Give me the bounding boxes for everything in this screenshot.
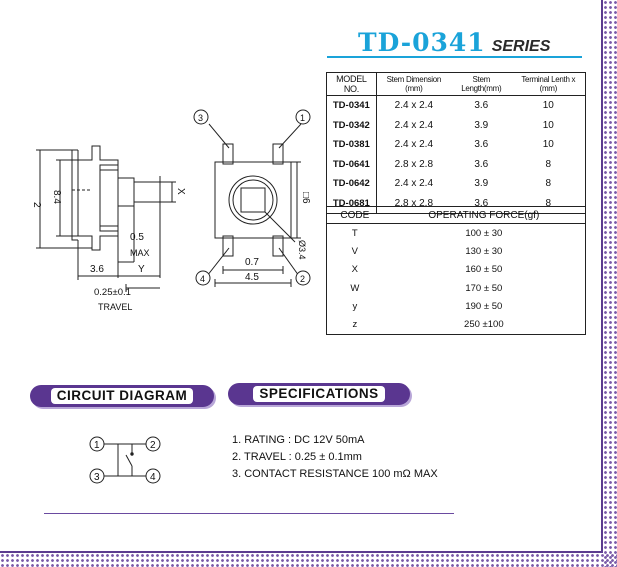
spec-travel: 2. TRAVEL : 0.25 ± 0.1mm xyxy=(232,451,362,463)
spec-rating: 1. RATING : DC 12V 50mA xyxy=(232,434,365,446)
force-cell: 170 ± 50 xyxy=(465,282,503,294)
table-row: T 100 ± 30 xyxy=(327,224,586,243)
series-label: SERIES xyxy=(491,38,551,55)
model-cell: TD-0341 xyxy=(326,95,377,116)
frame-dots-bottom xyxy=(0,553,617,567)
stem-dim-cell: 2.4 x 2.4 xyxy=(394,100,434,112)
side-dim-stroke-note: MAX xyxy=(130,248,150,258)
table-row: X 160 ± 50 xyxy=(327,261,586,279)
top-pin-3: 3 xyxy=(198,113,203,123)
terminal-col-header: Terminal Lenth x (mm) xyxy=(511,72,586,96)
force-cell: 250 ±100 xyxy=(464,319,504,331)
table-row: TD-0381 2.4 x 2.4 3.6 10 xyxy=(326,135,586,155)
table-row: V 130 ± 30 xyxy=(327,242,586,260)
table-row: TD-0642 2.4 x 2.4 3.9 8 xyxy=(326,174,586,194)
circuit-pin-4: 4 xyxy=(150,472,156,483)
table-row: W 170 ± 50 xyxy=(327,279,586,297)
top-pin-1: 1 xyxy=(300,113,305,123)
side-dim-body: 8.4 xyxy=(51,190,62,204)
travel-label: TRAVEL xyxy=(98,302,132,312)
terminal-cell: 8 xyxy=(545,197,552,209)
stem-dim-cell: 2.4 x 2.4 xyxy=(394,139,434,151)
code-cell: W xyxy=(350,282,360,294)
code-cell: y xyxy=(352,300,358,312)
side-dim-height: 2 xyxy=(31,202,42,208)
top-dim-width: 4.5 xyxy=(245,272,259,283)
series-title: TD-0341 SERIES xyxy=(358,28,550,57)
side-dim-x: X xyxy=(175,188,186,195)
model-number: TD-0341 xyxy=(358,28,486,57)
top-pin-4: 4 xyxy=(200,274,205,284)
circuit-pin-2: 2 xyxy=(150,440,156,451)
table-row: z 250 ±100 xyxy=(327,315,586,334)
model-cell: TD-0381 xyxy=(326,135,377,155)
specifications-list: 1. RATING : DC 12V 50mA 2. TRAVEL : 0.25… xyxy=(232,432,438,483)
force-cell: 100 ± 30 xyxy=(465,227,503,239)
code-cell: X xyxy=(351,264,358,276)
side-dim-y: Y xyxy=(138,264,145,275)
force-col-header: OPERATING FORCE(gf) xyxy=(382,206,586,224)
top-view-drawing: 3 1 4 2 □6 Ø3.4 0.7 4.5 xyxy=(193,109,311,287)
terminal-cell: 10 xyxy=(542,100,554,112)
top-pin-2: 2 xyxy=(300,274,305,284)
stem-dim-cell: 2.4 x 2.4 xyxy=(394,119,434,131)
force-table-header: CODE OPERATING FORCE(gf) xyxy=(326,206,586,224)
model-cell: TD-0641 xyxy=(326,154,377,174)
stem-length-cell: 3.6 xyxy=(474,100,489,112)
stem-dim-cell: 2.8 x 2.8 xyxy=(394,197,434,209)
circuit-pin-3: 3 xyxy=(94,472,100,483)
stem-length-cell: 3.6 xyxy=(474,139,489,151)
side-dim-left: 3.6 xyxy=(90,264,104,275)
code-cell: z xyxy=(352,319,358,331)
code-cell: T xyxy=(351,227,358,239)
stem-length-cell: 3.9 xyxy=(474,119,489,131)
stem-length-col-header: Stem Length(mm) xyxy=(450,72,512,96)
table-row: TD-0342 2.4 x 2.4 3.9 10 xyxy=(326,115,586,135)
model-cell: TD-0342 xyxy=(326,115,377,135)
top-dim-square: □6 xyxy=(300,192,311,204)
terminal-cell: 8 xyxy=(545,178,552,190)
stem-dim-col-header: Stem Dimension (mm) xyxy=(376,72,451,96)
circuit-pin-1: 1 xyxy=(94,440,100,451)
frame-border-bottom xyxy=(0,551,603,553)
code-cell: V xyxy=(351,245,358,257)
model-table: MODEL NO. Stem Dimension (mm) Stem Lengt… xyxy=(326,72,586,214)
table-row: TD-0341 2.4 x 2.4 3.6 10 xyxy=(326,95,586,116)
model-cell: TD-0642 xyxy=(326,174,377,194)
model-col-header: MODEL NO. xyxy=(326,72,377,96)
frame-dots-right xyxy=(603,0,617,567)
circuit-diagram: 1 2 3 4 xyxy=(89,436,161,484)
specifications-heading: SPECIFICATIONS xyxy=(228,383,410,405)
force-table: CODE OPERATING FORCE(gf) T 100 ± 30 V 130 … xyxy=(326,206,586,335)
title-underline xyxy=(327,56,582,58)
side-view-drawing: 2 8.4 X 0.5 MAX 3.6 Y 0.25±0.1 TRAVEL xyxy=(31,145,186,312)
specifications-label: SPECIFICATIONS xyxy=(253,386,385,402)
bottom-divider xyxy=(44,513,454,514)
table-row: TD-0641 2.8 x 2.8 3.6 8 xyxy=(326,154,586,174)
travel-value: 0.25±0.1 xyxy=(94,287,131,298)
force-cell: 130 ± 30 xyxy=(465,245,503,257)
side-dim-stroke: 0.5 xyxy=(130,232,144,243)
circuit-diagram-heading: CIRCUIT DIAGRAM xyxy=(30,385,214,407)
stem-dim-cell: 2.4 x 2.4 xyxy=(394,178,434,190)
stem-length-cell: 3.9 xyxy=(474,178,489,190)
force-cell: 190 ± 50 xyxy=(465,300,503,312)
model-table-header: MODEL NO. Stem Dimension (mm) Stem Lengt… xyxy=(326,72,586,96)
stem-length-cell: 3.6 xyxy=(474,197,489,209)
frame-border-right xyxy=(601,0,603,553)
table-row: y 190 ± 50 xyxy=(327,297,586,315)
terminal-cell: 10 xyxy=(542,139,554,151)
terminal-cell: 8 xyxy=(545,158,552,170)
top-dim-hole: Ø3.4 xyxy=(297,240,307,260)
spec-contact-resistance: 3. CONTACT RESISTANCE 100 mΩ MAX xyxy=(232,468,438,480)
force-cell: 160 ± 50 xyxy=(465,264,503,276)
circuit-diagram-label: CIRCUIT DIAGRAM xyxy=(50,388,194,404)
top-dim-pitch: 0.7 xyxy=(245,257,259,268)
terminal-cell: 10 xyxy=(542,119,554,131)
code-col-header: CODE xyxy=(326,206,383,224)
stem-dim-cell: 2.8 x 2.8 xyxy=(394,158,434,170)
stem-length-cell: 3.6 xyxy=(474,158,489,170)
